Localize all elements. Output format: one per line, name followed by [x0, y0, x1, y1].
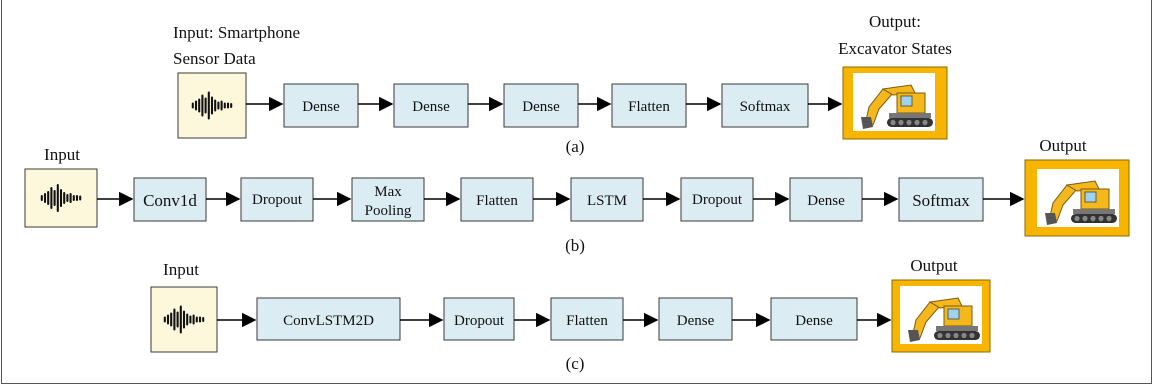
- layer-box: Dropout: [680, 177, 754, 222]
- layer-label: Dense: [522, 99, 560, 115]
- layer-label: Softmax: [912, 191, 970, 210]
- caption-a: (a): [566, 137, 585, 156]
- layer-box: Flatten: [611, 83, 687, 128]
- layer-label: ConvLSTM2D: [283, 313, 374, 329]
- layer-box: Softmax: [898, 177, 984, 222]
- layer-box: Dense: [283, 83, 359, 128]
- layer-label: Softmax: [740, 99, 791, 115]
- layer-box: Flatten: [460, 177, 534, 222]
- output-label: Output: [1039, 136, 1087, 155]
- waveform-icon: [191, 91, 233, 120]
- output-label-line-2: Excavator States: [838, 39, 952, 58]
- layer-box: ConvLSTM2D: [256, 297, 401, 341]
- layer-box: Dense: [658, 297, 733, 341]
- layer-label: Dense: [795, 313, 833, 329]
- layer-box: Dense: [770, 297, 858, 341]
- layer-label: Dense: [677, 313, 715, 329]
- waveform-icon: [40, 183, 82, 213]
- layer-label: Conv1d: [143, 191, 197, 210]
- layer-box: Flatten: [550, 297, 624, 341]
- waveform-icon: [163, 305, 205, 334]
- input-label: Input: [44, 145, 80, 164]
- layer-box: LSTM: [570, 177, 644, 222]
- layer-label: Dense: [412, 99, 450, 115]
- diagram-c: Input Output ConvLSTM2D Dropout Flatten …: [150, 256, 991, 373]
- layer-label: Dropout: [692, 192, 743, 208]
- layer-box: Conv1d: [133, 177, 207, 222]
- excavator-icon: [853, 73, 935, 131]
- input-node: [177, 72, 247, 139]
- layer-box: Dense: [789, 177, 863, 222]
- layer-label: Flatten: [476, 193, 518, 209]
- layer-label: Pooling: [365, 203, 412, 219]
- layer-box: Dropout: [443, 297, 515, 341]
- input-label-line-1: Input: Smartphone: [173, 23, 300, 42]
- excavator-icon: [900, 286, 982, 344]
- output-node: [1024, 159, 1130, 237]
- diagram-a: Input: Smartphone Sensor Data Output: Ex…: [173, 12, 952, 156]
- layer-label: Dense: [807, 193, 845, 209]
- layer-label: LSTM: [587, 193, 627, 209]
- layer-box: Dense: [393, 83, 469, 128]
- input-node: [24, 168, 98, 228]
- input-label: Input: [163, 260, 199, 279]
- output-node: [842, 66, 948, 140]
- layer-label: Flatten: [566, 313, 608, 329]
- layer-box: Max Pooling: [351, 177, 425, 222]
- layer-label: Dropout: [252, 192, 303, 208]
- output-node: [891, 279, 991, 353]
- layer-label: Max: [374, 184, 402, 200]
- layer-label: Dense: [302, 99, 340, 115]
- excavator-icon: [1037, 169, 1119, 227]
- caption-c: (c): [566, 354, 585, 373]
- output-label: Output: [910, 256, 958, 275]
- layer-box: Dropout: [240, 177, 314, 222]
- layer-label: Flatten: [628, 99, 670, 115]
- caption-b: (b): [565, 236, 585, 255]
- diagram-b: Input Output Conv1d Dropout Max Pooling …: [24, 136, 1130, 255]
- layer-box: Dense: [503, 83, 579, 128]
- layer-box: Softmax: [721, 83, 809, 128]
- layer-label: Dropout: [454, 313, 505, 329]
- input-node: [150, 286, 218, 353]
- input-label-line-2: Sensor Data: [173, 49, 256, 68]
- output-label-line-1: Output:: [869, 12, 921, 31]
